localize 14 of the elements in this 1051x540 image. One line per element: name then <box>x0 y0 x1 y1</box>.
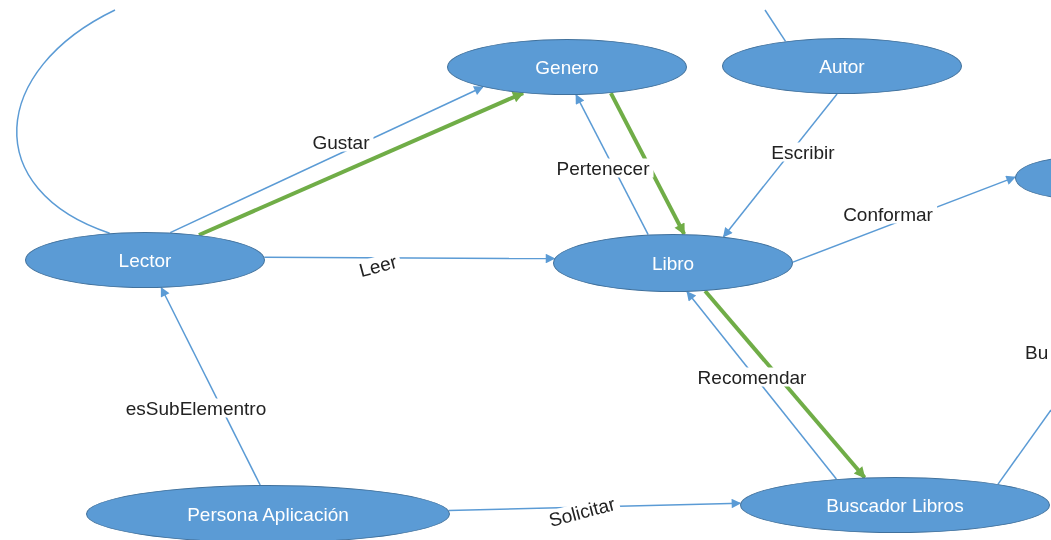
arrow <box>169 86 484 234</box>
node-label: Genero <box>535 57 599 77</box>
arrow <box>160 286 261 486</box>
node-label: Persona Aplicación <box>187 504 349 524</box>
arrow <box>198 91 525 237</box>
node-label: Buscador Libros <box>826 495 964 515</box>
arrow <box>609 92 686 236</box>
entity-ellipse <box>740 477 1050 533</box>
node-label: Lector <box>118 250 172 270</box>
connector-line <box>764 9 787 43</box>
connector-line <box>997 409 1051 485</box>
node-label: Autor <box>819 56 865 76</box>
node-label: Libro <box>651 253 695 273</box>
connector-line <box>16 9 116 234</box>
